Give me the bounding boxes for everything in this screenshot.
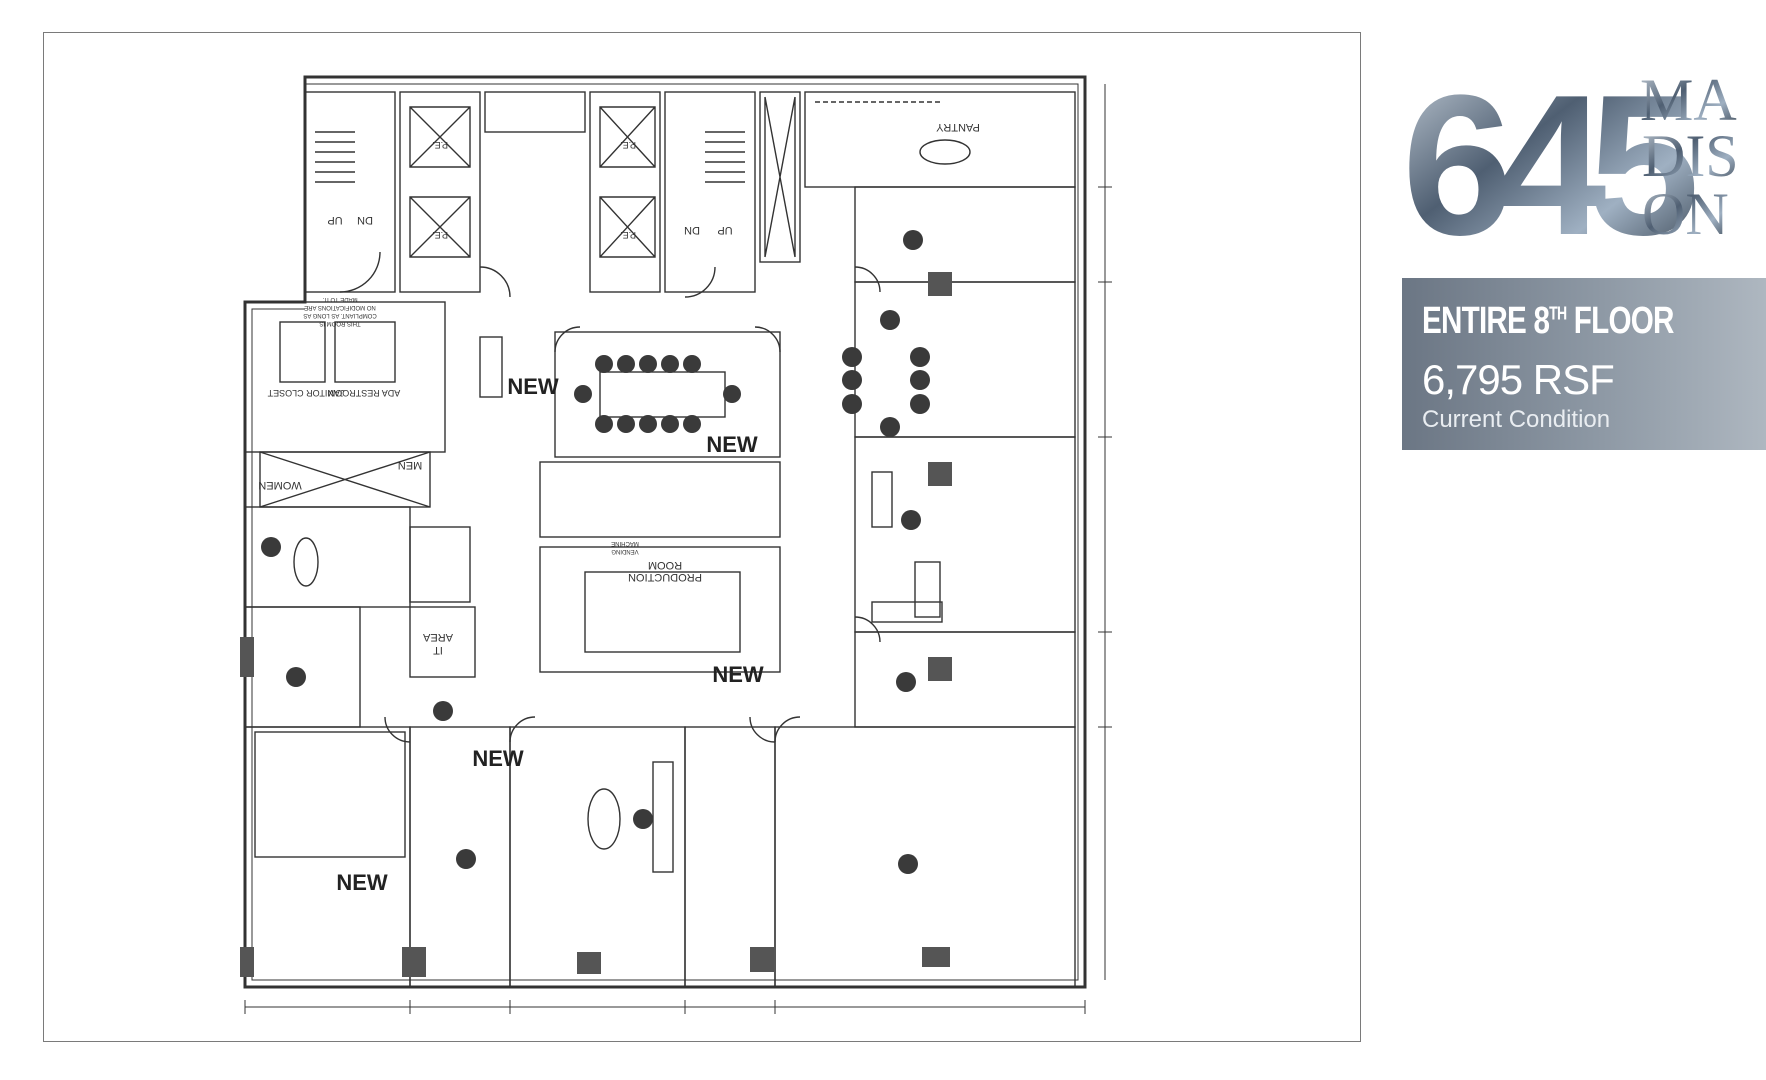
columns: [240, 272, 952, 977]
label-it: IT: [433, 644, 443, 656]
645-madison-logo: 645 MA DIS ON: [1402, 58, 1739, 244]
elevator-bank-right: [589, 91, 661, 293]
floor-plan: PANTRY UP DN DN UP P.E. P.E. P.E. P.E. A…: [240, 75, 1112, 1014]
label-dn-left: DN: [357, 214, 373, 226]
label-room: ROOM: [648, 559, 682, 571]
elevator-bank-left: [399, 91, 481, 293]
logo-letters-3: ON: [1642, 181, 1729, 244]
office-bottom-5: [774, 726, 1076, 988]
area-rsf: 6,795 RSF: [1422, 356, 1615, 403]
reception-desk: [479, 336, 503, 398]
lobby-top: [484, 91, 586, 133]
label-pantry: PANTRY: [936, 121, 980, 133]
label-pe-2: P.E.: [432, 230, 448, 240]
floor-plan-frame: [43, 32, 1361, 1042]
office-bottom-3: [509, 726, 686, 988]
production-room: [539, 461, 781, 538]
label-machine: MACHINE: [611, 540, 639, 546]
office-right-2: [854, 436, 1076, 633]
label-note-3: NO MODIFICATIONS ARE: [304, 304, 376, 310]
logo-number: 645: [1402, 58, 1694, 244]
new-tag-bottom-left: NEW: [336, 870, 388, 895]
new-tag-open-area: NEW: [712, 662, 764, 687]
open-area-center: [539, 546, 781, 673]
floor-title: ENTIRE 8TH FLOOR: [1422, 300, 1674, 342]
label-restroom: ADA RESTROOM: [328, 388, 401, 398]
label-men: MEN: [398, 459, 423, 471]
chairs: [261, 230, 930, 874]
condition-label: Current Condition: [1422, 406, 1611, 433]
label-production: PRODUCTION: [628, 571, 702, 583]
conference-right: [854, 281, 1076, 438]
label-pe-3: P.E.: [620, 140, 636, 150]
stair-left: [304, 91, 396, 293]
label-note-4: MADE TO IT.: [322, 296, 357, 302]
listing-badge: ENTIRE 8TH FLOOR 6,795 RSF Current Condi…: [1402, 278, 1766, 450]
label-dn-right: DN: [684, 224, 700, 236]
office-left-2: [244, 606, 361, 728]
label-pe-4: P.E.: [620, 230, 636, 240]
new-tag-small-office: NEW: [472, 746, 524, 771]
logo-letters-2: DIS: [1642, 123, 1739, 189]
it-area: [409, 526, 471, 603]
shaft-left: [259, 451, 431, 508]
logo-letters-1: MA: [1640, 67, 1737, 133]
office-right-3: [854, 631, 1076, 728]
label-pe-1: P.E.: [432, 140, 448, 150]
label-vending: VENDING: [611, 548, 639, 554]
label-up-right: UP: [717, 224, 732, 236]
pantry-room: [804, 91, 1076, 188]
label-area: AREA: [422, 631, 453, 643]
label-note-2: COMPLIANT. AS LONG AS: [303, 312, 376, 318]
new-room-bottom-left: [254, 731, 406, 858]
small-office: [409, 606, 476, 678]
new-tag-reception: NEW: [507, 374, 559, 399]
label-up-left: UP: [327, 214, 342, 226]
office-right-1: [854, 186, 1076, 283]
conference-center: [554, 331, 781, 458]
stair-right: [664, 91, 756, 293]
label-janitor: JANITOR CLOSET: [267, 388, 344, 398]
office-left-1: [244, 506, 411, 608]
label-note-1: THIS ROOM IS: [319, 320, 360, 326]
new-tag-conference: NEW: [706, 432, 758, 457]
label-women: WOMEN: [258, 479, 301, 491]
shaft: [759, 91, 801, 263]
